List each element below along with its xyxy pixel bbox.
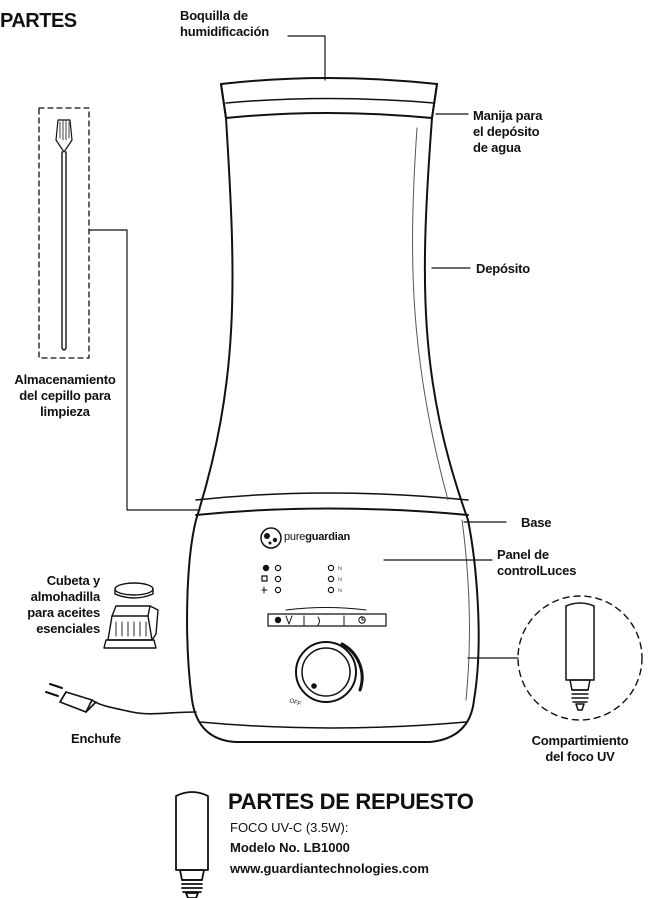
label-oil-tray: Cubeta y almohadilla para aceites esenci… — [27, 573, 100, 636]
pureguardian-logo-icon — [260, 527, 282, 549]
label-handle: Manija para el depósito de agua — [473, 108, 543, 155]
svg-text:hi: hi — [338, 566, 342, 572]
brush-storage-box — [38, 107, 90, 359]
logo-wordmark: pureguardian — [284, 531, 350, 543]
label-brush-storage: Almacenamiento del cepillo para limpieza — [14, 372, 116, 419]
spare-uv-bulb-icon — [175, 791, 209, 898]
uv-bulb-icon — [565, 602, 595, 711]
essential-oil-tray-icon — [103, 582, 159, 649]
spare-parts-website: www.guardiantechnologies.com — [230, 861, 429, 876]
mist-control-dial — [295, 641, 364, 703]
power-plug-icon — [45, 683, 197, 715]
control-panel — [261, 564, 387, 627]
spare-parts-model: Modelo No. LB1000 — [230, 840, 350, 855]
cleaning-brush-icon — [55, 119, 73, 351]
label-tank: Depósito — [476, 261, 531, 276]
nozzle-ring — [220, 83, 438, 119]
leader-nozzle — [287, 35, 326, 81]
tank-base-seam — [195, 492, 469, 501]
spare-parts-bulb-spec: FOCO UV-C (3.5W): — [230, 820, 349, 835]
label-plug: Enchufe — [71, 731, 121, 746]
humidifier-body — [186, 77, 480, 743]
logo-pure: pure — [284, 531, 306, 543]
logo-guardian: guardian — [305, 531, 351, 543]
label-control-panel: Panel de controlLuces — [497, 547, 577, 578]
label-base: Base — [521, 515, 552, 530]
label-uv-compartment: Compartimiento del foco UV — [531, 733, 629, 764]
svg-text:hi: hi — [338, 588, 342, 594]
svg-text:hi: hi — [338, 577, 342, 583]
spare-parts-title: PARTES DE REPUESTO — [228, 789, 474, 814]
page-title: PARTES — [0, 10, 77, 32]
uv-compartment-circle — [517, 595, 643, 721]
leader-brush — [89, 229, 201, 511]
label-nozzle: Boquilla de humidificación — [180, 8, 269, 39]
